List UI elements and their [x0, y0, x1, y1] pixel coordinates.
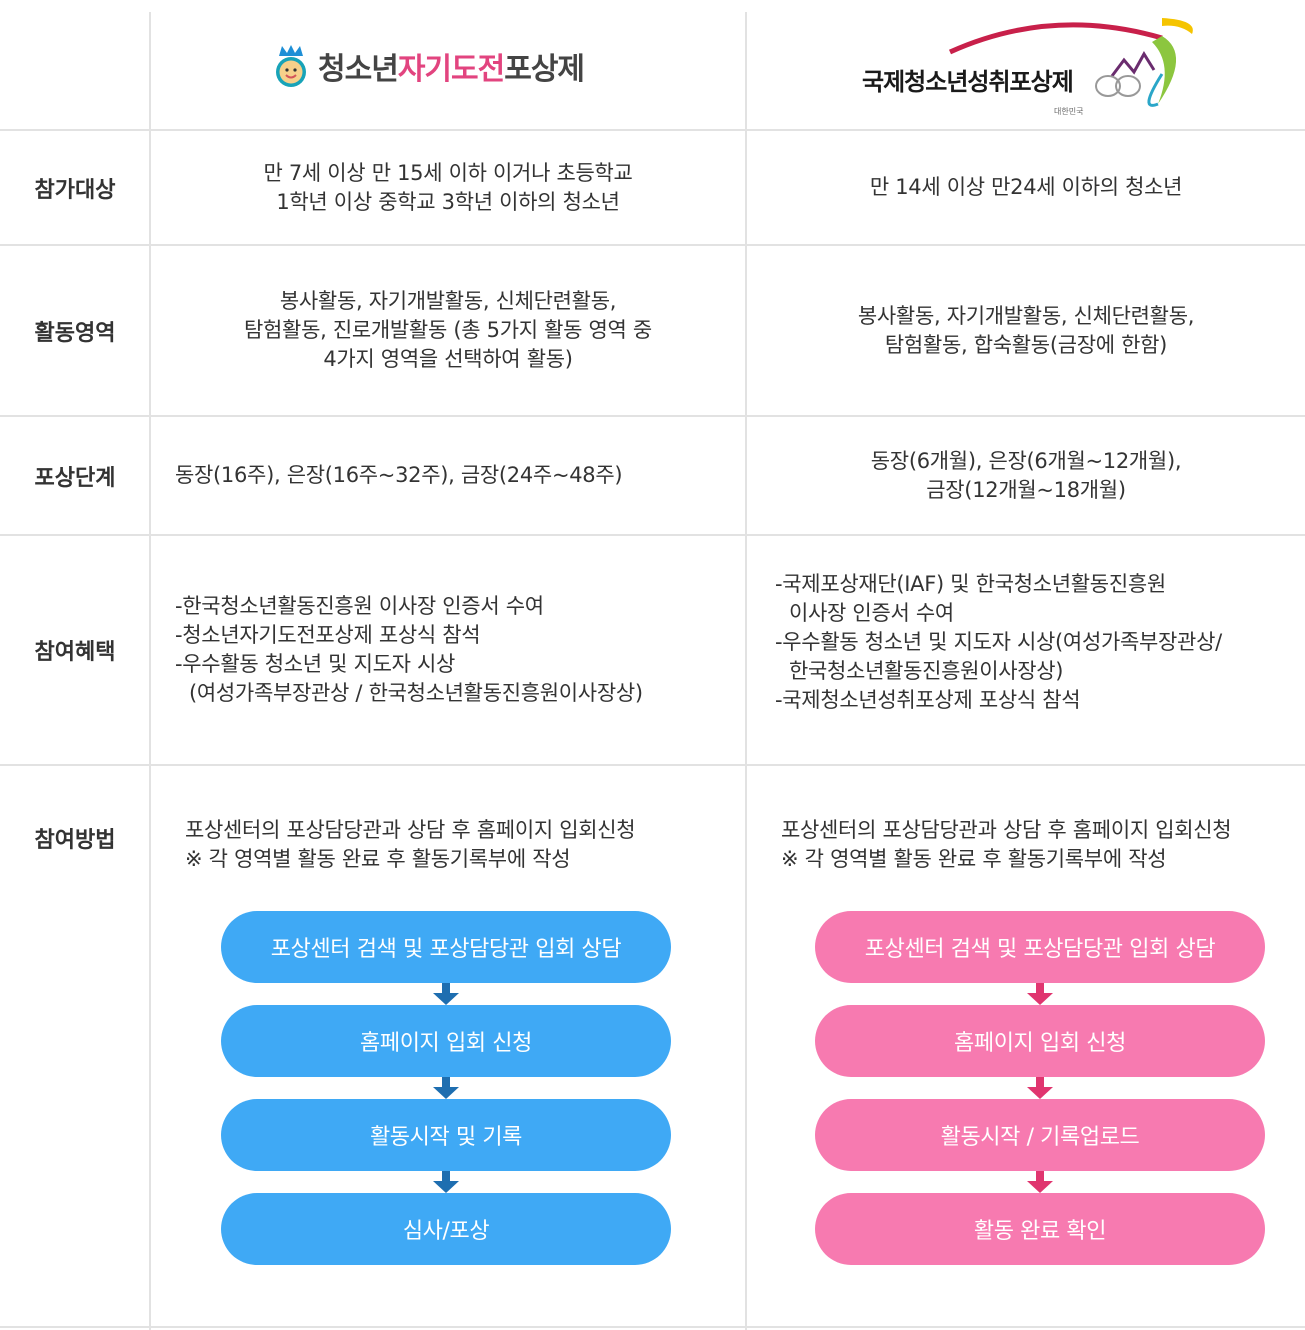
benefit-item: -국제청소년성취포상제 포상식 참석 — [775, 688, 1081, 712]
cell-line: 만 14세 이상 만24세 이하의 청소년 — [869, 175, 1183, 199]
left-cell: 만 7세 이상 만 15세 이하 이거나 초등학교 1학년 이상 중학교 3학년… — [151, 131, 745, 244]
flow-step: 홈페이지 입회 신청 — [221, 1005, 671, 1077]
logo-subtitle: 대한민국 — [1054, 107, 1084, 116]
row-divider — [0, 244, 1305, 246]
swoosh-icon — [948, 18, 1193, 107]
logo-part: 청소년 — [318, 52, 399, 87]
benefit-item: 이사장 인증서 수여 — [789, 601, 954, 625]
benefit-item: 한국청소년활동진흥원이사장상) — [789, 659, 1064, 683]
flow-step: 활동 완료 확인 — [815, 1193, 1265, 1265]
right-process-flow: 포상센터 검색 및 포상담당관 입회 상담 홈페이지 입회 신청 활동시작 / … — [814, 911, 1266, 1265]
left-cell: -한국청소년활동진흥원 이사장 인증서 수여 -청소년자기도전포상제 포상식 참… — [151, 536, 745, 764]
left-cell: 동장(16주), 은장(16주~32주), 금장(24주~48주) — [151, 417, 745, 534]
left-cell: 포상센터의 포상담당관과 상담 후 홈페이지 입회신청 ※ 각 영역별 활동 완… — [151, 812, 745, 878]
benefit-item: (여성가족부장관상 / 한국청소년활동진흥원이사장상) — [189, 681, 643, 705]
row-header: 참가대상 — [34, 177, 116, 203]
row-header: 참여방법 — [34, 828, 116, 853]
cell-line: 탐험활동, 진로개발활동 (총 5가지 활동 영역 중 — [244, 318, 652, 342]
flow-step: 활동시작 및 기록 — [221, 1099, 671, 1171]
benefit-item: -우수활동 청소년 및 지도자 시상(여성가족부장관상/ — [775, 630, 1222, 654]
international-award-logo: 국제청소년성취포상제 대한민국 — [862, 14, 1202, 124]
logo-part: 포상제 — [504, 52, 585, 87]
method-line: ※ 각 영역별 활동 완료 후 활동기록부에 작성 — [185, 847, 571, 871]
benefit-item: -국제포상재단(IAF) 및 한국청소년활동진흥원 — [775, 572, 1166, 596]
row-header: 포상단계 — [34, 465, 116, 491]
row-divider — [0, 415, 1305, 417]
row-divider — [0, 129, 1305, 131]
arrow-down-icon — [431, 983, 461, 1005]
benefit-item: -청소년자기도전포상제 포상식 참석 — [175, 623, 481, 647]
cell-line: 4가지 영역을 선택하여 활동) — [323, 347, 573, 371]
method-line: 포상센터의 포상담당관과 상담 후 홈페이지 입회신청 — [185, 818, 636, 842]
kid-face-icon — [272, 44, 310, 88]
row-divider — [0, 764, 1305, 766]
method-line: ※ 각 영역별 활동 완료 후 활동기록부에 작성 — [781, 847, 1167, 871]
cell-line: 1학년 이상 중학교 3학년 이하의 청소년 — [276, 189, 620, 214]
row-header: 참여혜택 — [34, 640, 116, 665]
arrow-down-icon — [1025, 1171, 1055, 1193]
flow-step: 활동시작 / 기록업로드 — [815, 1099, 1265, 1171]
left-cell: 봉사활동, 자기개발활동, 신체단련활동, 탐험활동, 진로개발활동 (총 5가… — [151, 246, 745, 415]
left-process-flow: 포상센터 검색 및 포상담당관 입회 상담 홈페이지 입회 신청 활동시작 및 … — [220, 911, 672, 1265]
row-divider — [0, 1326, 1305, 1328]
cell-line: 동장(16주), 은장(16주~32주), 금장(24주~48주) — [175, 463, 623, 487]
youth-self-challenge-logo: 청소년자기도전포상제 — [272, 44, 585, 88]
cell-line: 금장(12개월~18개월) — [926, 477, 1126, 502]
row-divider — [0, 534, 1305, 536]
arrow-down-icon — [431, 1077, 461, 1099]
arrow-down-icon — [1025, 1077, 1055, 1099]
right-cell: 동장(6개월), 은장(6개월~12개월), 금장(12개월~18개월) — [747, 417, 1305, 534]
logo-title: 국제청소년성취포상제 — [862, 68, 1074, 96]
right-cell: 포상센터의 포상담당관과 상담 후 홈페이지 입회신청 ※ 각 영역별 활동 완… — [747, 812, 1305, 878]
cell-line: 봉사활동, 자기개발활동, 신체단련활동, — [857, 303, 1195, 328]
flow-step: 포상센터 검색 및 포상담당관 입회 상담 — [221, 911, 671, 983]
flow-step: 홈페이지 입회 신청 — [815, 1005, 1265, 1077]
arrow-down-icon — [431, 1171, 461, 1193]
cell-line: 만 7세 이상 만 15세 이하 이거나 초등학교 — [263, 160, 633, 185]
arrow-down-icon — [1025, 983, 1055, 1005]
right-cell: 만 14세 이상 만24세 이하의 청소년 — [747, 131, 1305, 244]
cell-line: 탐험활동, 합숙활동(금장에 한함) — [884, 332, 1168, 357]
flow-step: 포상센터 검색 및 포상담당관 입회 상담 — [815, 911, 1265, 983]
right-cell: -국제포상재단(IAF) 및 한국청소년활동진흥원 이사장 인증서 수여 -우수… — [747, 536, 1305, 764]
row-header: 활동영역 — [34, 320, 116, 346]
flow-step: 심사/포상 — [221, 1193, 671, 1265]
cell-line: 동장(6개월), 은장(6개월~12개월), — [870, 448, 1182, 473]
column-divider — [149, 12, 151, 1330]
logo-part: 자기도전 — [397, 52, 505, 87]
right-cell: 봉사활동, 자기개발활동, 신체단련활동, 탐험활동, 합숙활동(금장에 한함) — [747, 246, 1305, 415]
logo-title: 청소년자기도전포상제 — [318, 44, 585, 88]
benefit-item: -한국청소년활동진흥원 이사장 인증서 수여 — [175, 594, 544, 618]
method-line: 포상센터의 포상담당관과 상담 후 홈페이지 입회신청 — [781, 818, 1232, 842]
cell-line: 봉사활동, 자기개발활동, 신체단련활동, — [279, 289, 617, 313]
column-divider — [745, 12, 747, 1330]
benefit-item: -우수활동 청소년 및 지도자 시상 — [175, 652, 456, 676]
